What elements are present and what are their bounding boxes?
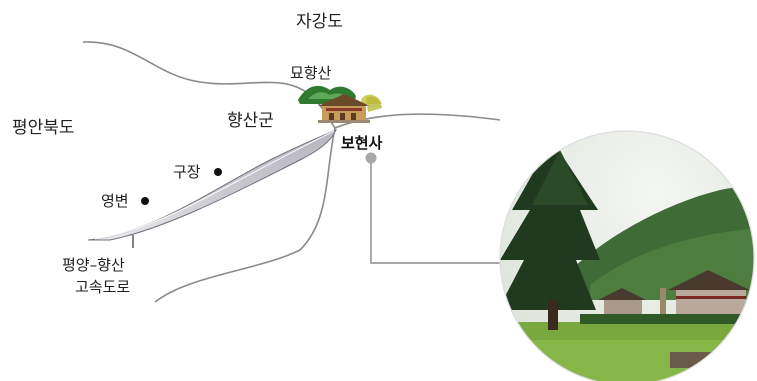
label-temple: 보현사 (341, 134, 383, 152)
town-dot-icon (214, 168, 222, 176)
label-county: 향산군 (227, 111, 274, 131)
temple-photo (500, 131, 754, 381)
photo-frame (499, 130, 755, 381)
label-highway-line1: 평양–향산 (62, 256, 125, 274)
boundary-north (82, 41, 336, 129)
highway (87, 129, 337, 248)
highway-road (87, 129, 337, 241)
label-town-yeongbyeon: 영변 (101, 192, 129, 210)
label-town-gujang: 구장 (173, 163, 201, 181)
highway-centerline (94, 130, 335, 240)
boundary-southeast (154, 127, 336, 303)
callout-line (370, 163, 503, 264)
location-pin-icon (365, 152, 377, 164)
temple-icon (318, 94, 382, 123)
label-mountain: 묘향산 (290, 64, 332, 82)
label-province-north: 자강도 (296, 12, 343, 32)
label-highway-line2: 고속도로 (75, 278, 130, 296)
town-dot-icon (141, 197, 149, 205)
label-province-west: 평안북도 (12, 118, 75, 138)
